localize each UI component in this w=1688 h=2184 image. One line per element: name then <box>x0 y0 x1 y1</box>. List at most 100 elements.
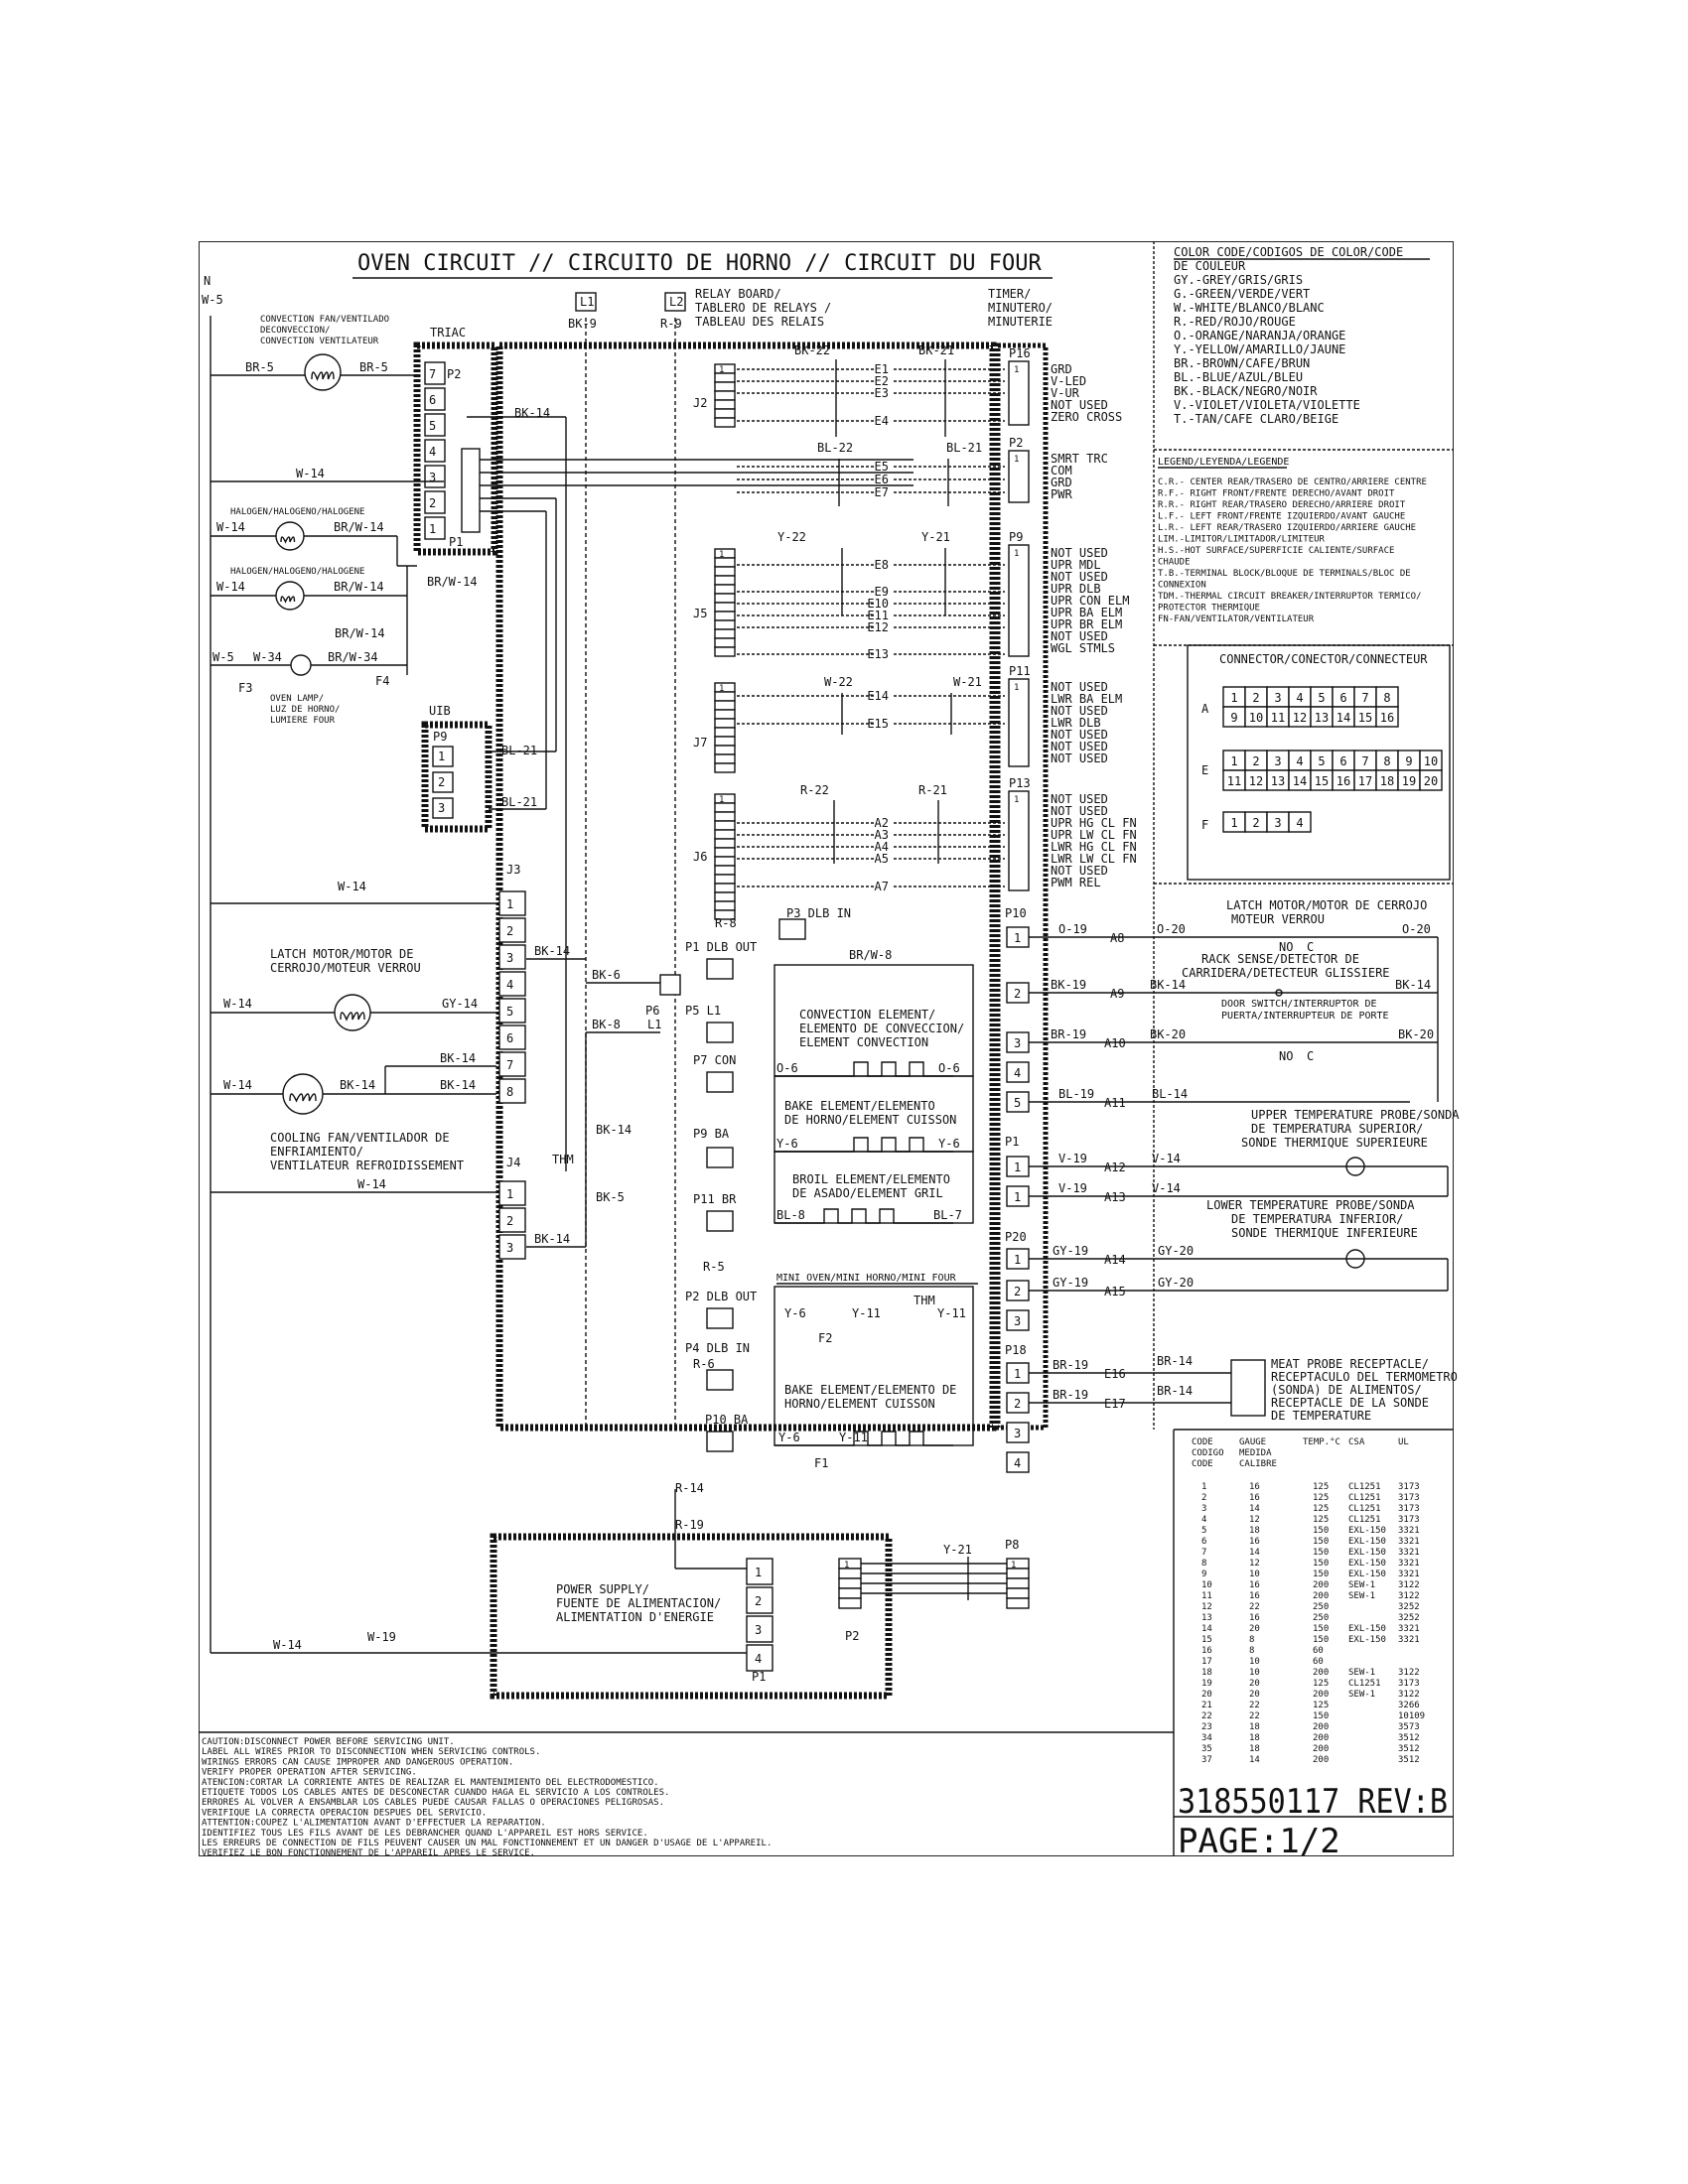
wire-table-cell: 200 <box>1313 1580 1329 1590</box>
timer-p16-pin1: 1 <box>1014 365 1019 375</box>
wire-r5-label: R-5 <box>703 1260 725 1274</box>
wire-table-cell: 125 <box>1313 1482 1329 1492</box>
j-pin <box>714 390 736 401</box>
connector-a-pin: 13 <box>1315 711 1329 725</box>
wire-table-cell: 17 <box>1201 1657 1212 1667</box>
j4-pin-number: 2 <box>506 1214 513 1228</box>
connector-f-pin: 4 <box>1296 816 1303 830</box>
color-code-title-1: COLOR CODE/CODIGOS DE COLOR/CODE <box>1174 245 1403 259</box>
j3-pin <box>498 944 526 970</box>
wire-o6b-label: O-6 <box>938 1061 960 1075</box>
color-code-row: Y.-YELLOW/AMARILLO/JAUNE <box>1174 342 1345 356</box>
relay-signal-e12: E12 <box>867 620 889 634</box>
timer-label-1: TIMER/ <box>988 287 1031 301</box>
j-pin <box>714 575 736 586</box>
j3-pin-number: 6 <box>506 1031 513 1045</box>
signal-a15-label: A15 <box>1104 1285 1126 1298</box>
thm-label: THM <box>552 1153 574 1166</box>
wire-table-cell: CL1251 <box>1348 1504 1381 1514</box>
halogen-lamp-1-icon <box>275 521 305 551</box>
p2-ps-pin <box>838 1577 862 1589</box>
relay-signal-e9: E9 <box>875 585 889 599</box>
wire-bl8-label: BL-8 <box>776 1208 805 1222</box>
wire-table-cell: 10 <box>1249 1657 1260 1667</box>
wire-r8-label: R-8 <box>715 916 737 930</box>
j3-pin-number: 7 <box>506 1058 513 1072</box>
p18-pin-number: 1 <box>1014 1367 1021 1381</box>
wire-table-cell: 150 <box>1313 1559 1329 1569</box>
connector-a-cell <box>1375 706 1399 728</box>
triac-pin <box>424 439 446 463</box>
l2-label: L2 <box>669 295 683 309</box>
p2-ps-pin <box>838 1558 862 1570</box>
caution-line: CAUTION:DISCONNECT POWER BEFORE SERVICIN… <box>202 1737 455 1747</box>
wire-w14a-label: W-14 <box>296 467 325 480</box>
wire-y21-label: Y-21 <box>921 530 950 544</box>
wire-table-cell: 3321 <box>1398 1635 1420 1645</box>
meat-probe-label: (SONDA) DE ALIMENTOS/ <box>1271 1383 1422 1397</box>
cooling-fan-label-2: ENFRIAMIENTO/ <box>270 1145 363 1159</box>
conv-element-label-3: ELEMENT CONVECTION <box>799 1035 928 1049</box>
caution-line: ATENCION:CORTAR LA CORRIENTE ANTES DE RE… <box>202 1778 659 1788</box>
wire-table-cell: 14 <box>1249 1548 1260 1558</box>
wire-table-cell: 20 <box>1249 1679 1260 1689</box>
j-pin <box>714 408 736 419</box>
j-pin <box>714 566 736 577</box>
legend-row: CONNEXION <box>1158 581 1206 591</box>
j-pin <box>714 372 736 383</box>
wire-table-cell: 3321 <box>1398 1559 1420 1569</box>
wire-table-cell: 200 <box>1313 1690 1329 1700</box>
halogen-lamp-2-icon <box>275 581 305 611</box>
wire-table-cell: 5 <box>1201 1526 1206 1536</box>
relay-signal-a2: A2 <box>875 816 889 830</box>
wire-br19-label: BR-19 <box>1051 1027 1086 1041</box>
wire-table-cell: 10109 <box>1398 1711 1425 1721</box>
halogen2-label: HALOGEN/HALOGENO/HALOGENE <box>230 567 364 577</box>
upper-probe-label-1: UPPER TEMPERATURE PROBE/SONDA <box>1251 1108 1460 1122</box>
wire-br5-label: BR-5 <box>245 360 274 374</box>
j-pin <box>714 811 736 822</box>
switch-c1-label: C <box>1307 940 1314 954</box>
connector-e-pin: 16 <box>1336 774 1350 788</box>
wire-y6b-label: Y-6 <box>938 1137 960 1151</box>
timer-label-3: MINUTERIE <box>988 315 1053 329</box>
connector-e-pin: 20 <box>1424 774 1438 788</box>
fuse-f4-label: F4 <box>375 674 389 688</box>
wire-table-cell: 8 <box>1249 1635 1254 1645</box>
connector-e-pin: 19 <box>1402 774 1416 788</box>
wire-w34-label: W-34 <box>253 650 282 664</box>
timer-p11-pin-label: LWR DLB <box>1051 716 1101 730</box>
wire-table-cell: EXL-150 <box>1348 1548 1386 1558</box>
timer-p11-pin-label: LWR BA ELM <box>1051 692 1122 706</box>
connector-e-pin: 10 <box>1424 754 1438 768</box>
wire-table-cell: 60 <box>1313 1646 1324 1656</box>
connector-j5-label: J5 <box>693 607 707 620</box>
wire-w14b-label: W-14 <box>216 520 245 534</box>
signal-a10-label: A10 <box>1104 1036 1126 1050</box>
connector-a-pin: 5 <box>1318 691 1325 705</box>
connector-a-pin: 4 <box>1296 691 1303 705</box>
connector-p7-label: P7 CON <box>693 1053 736 1067</box>
wire-w21-label: W-21 <box>953 675 982 689</box>
uib-pin-number: 2 <box>438 775 445 789</box>
caution-line: ETIQUETE TODOS LOS CABLES ANTES DE DESCO… <box>202 1788 669 1798</box>
wire-bl22-label: BL-22 <box>817 441 853 455</box>
connector-e-pin: 17 <box>1358 774 1372 788</box>
j3-pin-number: 3 <box>506 951 513 965</box>
j-pin <box>714 856 736 867</box>
wire-table-header: CSA <box>1348 1437 1365 1447</box>
wire-table-cell: 11 <box>1201 1591 1212 1601</box>
connector-e-pin: 13 <box>1271 774 1285 788</box>
wire-table-cell: 4 <box>1201 1515 1206 1525</box>
j-pin <box>714 727 736 738</box>
color-code-row: T.-TAN/CAFE CLARO/BEIGE <box>1174 412 1338 426</box>
color-code-row: O.-ORANGE/NARANJA/ORANGE <box>1174 329 1345 342</box>
wire-table-cell: 150 <box>1313 1635 1329 1645</box>
cooling-fan-label-3: VENTILATEUR REFROIDISSEMENT <box>270 1159 464 1172</box>
wire-table-cell: 200 <box>1313 1755 1329 1765</box>
caution-line: ERRORES AL VOLVER A ENSAMBLAR LOS CABLES… <box>202 1798 664 1808</box>
p10-pin-number: 2 <box>1014 987 1021 1001</box>
wire-bk14h-label: BK-14 <box>1395 978 1431 992</box>
wire-w5-label: W-5 <box>202 293 223 307</box>
